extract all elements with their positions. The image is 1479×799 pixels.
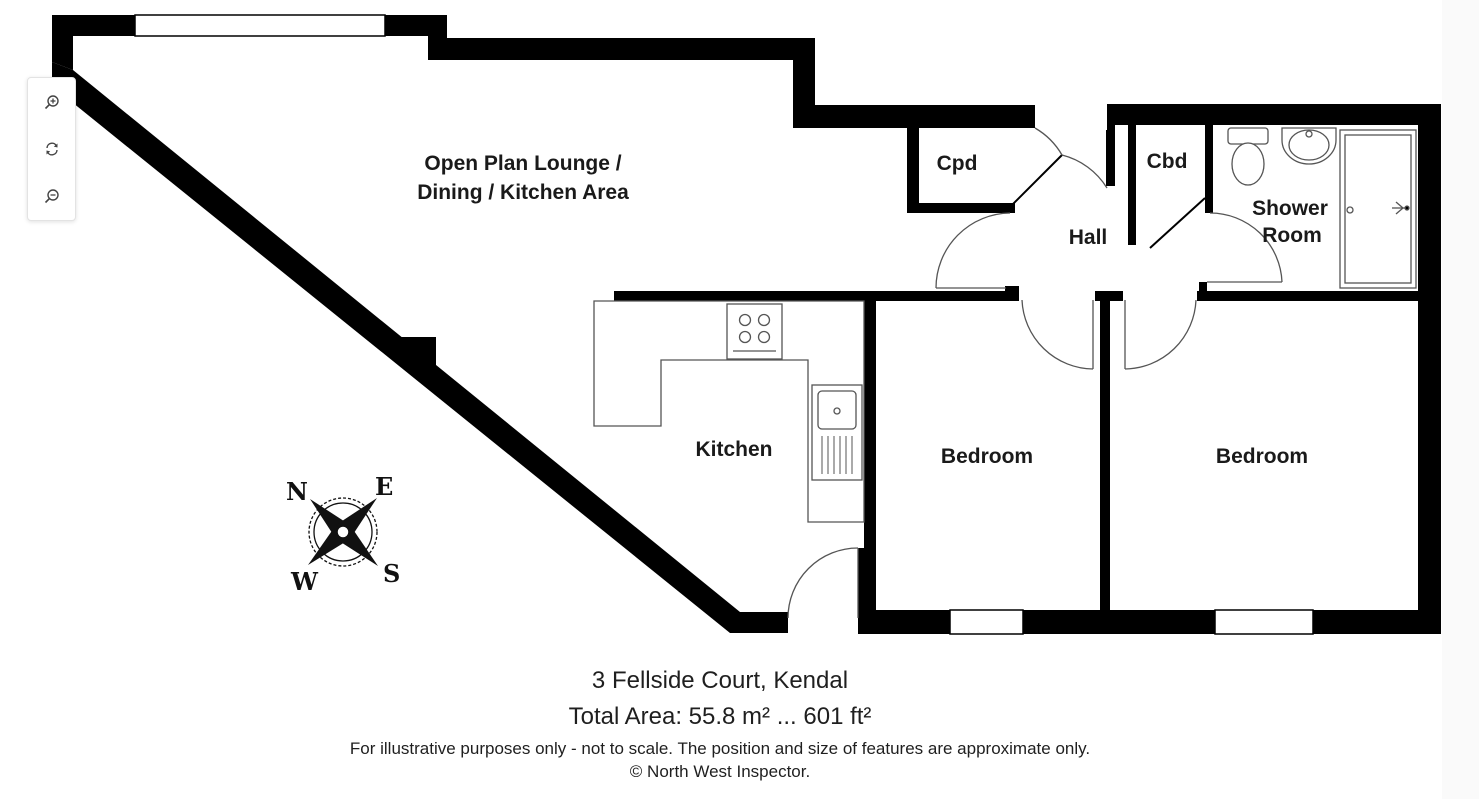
shower-waste <box>1346 206 1354 214</box>
wc-cistern <box>1227 127 1269 145</box>
page-margin <box>1442 0 1479 799</box>
room-label-lounge-line1: Open Plan Lounge / <box>424 152 621 175</box>
wall-pier <box>1005 286 1019 300</box>
hob-ring <box>757 330 771 344</box>
wall-cbd-left <box>1128 125 1136 245</box>
rotate-reset-icon <box>45 142 58 156</box>
door-entrance-arc <box>787 547 859 619</box>
wall-diagonal <box>52 62 788 633</box>
room-label-shower-line2: Room <box>1262 224 1322 247</box>
property-address: 3 Fellside Court, Kendal <box>591 667 849 694</box>
doors <box>787 127 1283 619</box>
wall-shower-stub <box>1199 282 1207 300</box>
door-lounge-arc <box>935 212 1011 289</box>
wall-shower-bottom <box>1197 291 1418 301</box>
interior-walls <box>614 125 1418 634</box>
door-bedroom-1-arc <box>1021 299 1094 370</box>
room-label-cbd: Cbd <box>1147 150 1188 173</box>
room-label-bedroom-2: Bedroom <box>1216 445 1308 468</box>
zoom-out-button[interactable] <box>36 180 68 212</box>
wall-bottom-b <box>1023 610 1215 634</box>
door-cpd-leaf <box>1009 154 1063 208</box>
wall-bottom-a <box>860 610 950 634</box>
basin-tap <box>1305 130 1313 138</box>
wall-kitchen-bedroom <box>864 296 876 612</box>
kitchen-fittings <box>593 300 865 523</box>
room-label-shower-line1: Shower <box>1252 197 1328 220</box>
shower-tray-inner <box>1344 134 1412 284</box>
window-bedroom-1 <box>949 609 1024 635</box>
room-label-lounge-line2: Dining / Kitchen Area <box>417 181 629 204</box>
copyright: © North West Inspector. <box>629 762 811 781</box>
room-label-kitchen: Kitchen <box>695 438 772 461</box>
disclaimer: For illustrative purposes only - not to … <box>349 739 1091 758</box>
room-label-bedroom-1: Bedroom <box>941 445 1033 468</box>
wall-stub <box>1107 104 1115 130</box>
wall-right-top <box>1107 104 1441 125</box>
wc-bowl <box>1231 142 1265 186</box>
zoom-controls <box>27 77 76 221</box>
wall-bottom-c <box>1313 610 1441 634</box>
wall-top-step <box>385 15 1035 128</box>
wall-cbd-right <box>1205 125 1213 213</box>
window-top <box>134 14 386 37</box>
wall-right <box>1418 104 1441 634</box>
room-label-hall: Hall <box>1069 226 1108 249</box>
kitchen-worktop <box>593 300 865 523</box>
room-label-cpd: Cpd <box>937 152 978 175</box>
compass-north: N <box>286 477 308 506</box>
door-bedroom-2-arc <box>1124 299 1197 370</box>
wall-between-bedrooms <box>1100 296 1110 612</box>
wall-top-left <box>52 15 135 70</box>
zoom-in-icon <box>44 94 59 109</box>
hob-ring <box>738 313 752 327</box>
compass-south: S <box>383 559 400 588</box>
exterior-walls <box>52 15 1441 634</box>
compass-east: E <box>375 472 393 501</box>
wall-notch <box>392 337 436 378</box>
shower-head-icon <box>1392 201 1410 215</box>
door-cbd-leaf <box>1149 197 1206 249</box>
hob <box>726 303 783 360</box>
sink-drain <box>833 407 841 415</box>
door-shower-arc <box>1209 212 1283 283</box>
wall-hall-rear <box>1106 130 1115 186</box>
total-area: Total Area: 55.8 m² ... 601 ft² <box>568 703 872 730</box>
hob-ring <box>738 330 752 344</box>
compass-rose-icon <box>308 497 378 567</box>
wall-cpd-left <box>907 128 919 212</box>
hob-ring <box>757 313 771 327</box>
door-cpd-arc <box>1034 127 1063 156</box>
basin-bowl <box>1288 129 1330 161</box>
sink-drainer <box>821 436 853 474</box>
reset-view-button[interactable] <box>36 133 68 165</box>
zoom-out-icon <box>44 189 59 204</box>
window-bedroom-2 <box>1214 609 1314 635</box>
compass-west: W <box>290 567 319 596</box>
windows <box>134 14 1314 635</box>
zoom-in-button[interactable] <box>36 86 68 118</box>
wall-cpd-bottom <box>907 203 1015 213</box>
door-hall-top-arc <box>1061 154 1108 189</box>
wall-entrance-jamb <box>858 548 864 634</box>
bathroom-fittings <box>1227 127 1417 289</box>
wall-lounge-hall <box>614 291 1019 301</box>
